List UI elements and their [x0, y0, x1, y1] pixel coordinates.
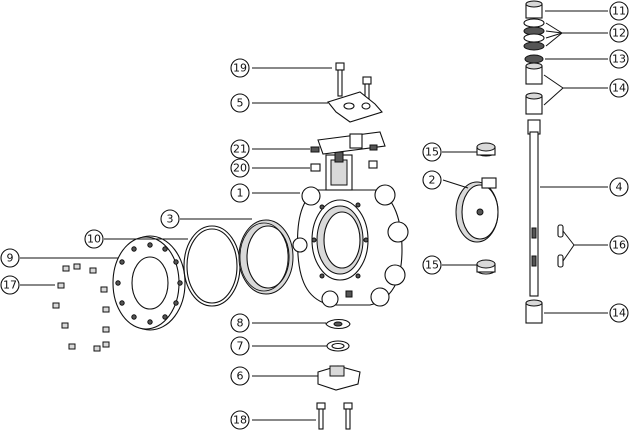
callout-17: 17 [0, 275, 20, 295]
callout-14-top: 14 [609, 78, 629, 98]
callout-21: 21 [230, 139, 250, 159]
callout-9: 9 [0, 248, 20, 268]
callout-12: 12 [609, 23, 629, 43]
stem-cap [525, 0, 543, 19]
stem-seals [523, 18, 545, 51]
callout-1: 1 [230, 183, 250, 203]
valve-disc [455, 177, 499, 243]
seat-ring [238, 219, 294, 295]
callout-20-label: 20 [233, 162, 247, 175]
callout-13-label: 13 [612, 53, 626, 66]
callout-18-label: 18 [233, 414, 247, 427]
bottom-washer [326, 340, 350, 352]
callout-1-label: 1 [237, 187, 244, 200]
gasket-ring [183, 225, 241, 307]
callout-16-label: 16 [612, 239, 626, 252]
callout-7-label: 7 [237, 340, 244, 353]
body-nuts [310, 144, 378, 172]
callout-18: 18 [230, 410, 250, 430]
callout-11: 11 [609, 1, 629, 21]
callout-7: 7 [230, 336, 250, 356]
stem-washer [524, 54, 544, 64]
valve-body [292, 131, 409, 308]
stem-clip [325, 318, 351, 330]
callout-19: 19 [230, 58, 250, 78]
top-plate [327, 91, 383, 123]
callout-21-label: 21 [233, 143, 247, 156]
callout-10: 10 [84, 229, 104, 249]
callout-14-top-label: 14 [612, 82, 626, 95]
callout-10-label: 10 [87, 233, 101, 246]
callout-11-label: 11 [612, 5, 626, 18]
bushing-bottom [476, 259, 496, 275]
callout-3-label: 3 [167, 213, 174, 226]
callout-17-label: 17 [3, 279, 17, 292]
callout-5-label: 5 [237, 97, 244, 110]
callout-20: 20 [230, 158, 250, 178]
callout-14-bottom-label: 14 [612, 307, 626, 320]
callout-13: 13 [609, 49, 629, 69]
flange-plate [112, 235, 186, 331]
callout-6-label: 6 [237, 370, 244, 383]
callout-3: 3 [160, 209, 180, 229]
bottom-bolts [316, 402, 353, 430]
callout-6: 6 [230, 366, 250, 386]
callout-2-label: 2 [429, 174, 436, 187]
taper-pins [557, 224, 564, 268]
top-bolts [335, 62, 372, 107]
callout-5: 5 [230, 93, 250, 113]
leader-lines [20, 10, 608, 421]
callout-12-label: 12 [612, 27, 626, 40]
bushing-top [476, 142, 496, 157]
callout-4-label: 4 [616, 181, 623, 194]
callout-2: 2 [422, 170, 442, 190]
callout-14-bottom: 14 [609, 303, 629, 323]
stem-bushings [525, 62, 543, 324]
callout-15-bottom: 15 [422, 255, 442, 275]
callout-8: 8 [230, 313, 250, 333]
callout-15-bottom-label: 15 [425, 259, 439, 272]
bottom-cap [317, 365, 361, 391]
callout-19-label: 19 [233, 62, 247, 75]
flange-bolts [52, 263, 110, 352]
callout-15-top-label: 15 [425, 146, 439, 159]
callout-9-label: 9 [7, 252, 14, 265]
callout-4: 4 [609, 177, 629, 197]
callout-15-top: 15 [422, 142, 442, 162]
callout-16: 16 [609, 235, 629, 255]
valve-stem [527, 119, 541, 297]
callout-8-label: 8 [237, 317, 244, 330]
